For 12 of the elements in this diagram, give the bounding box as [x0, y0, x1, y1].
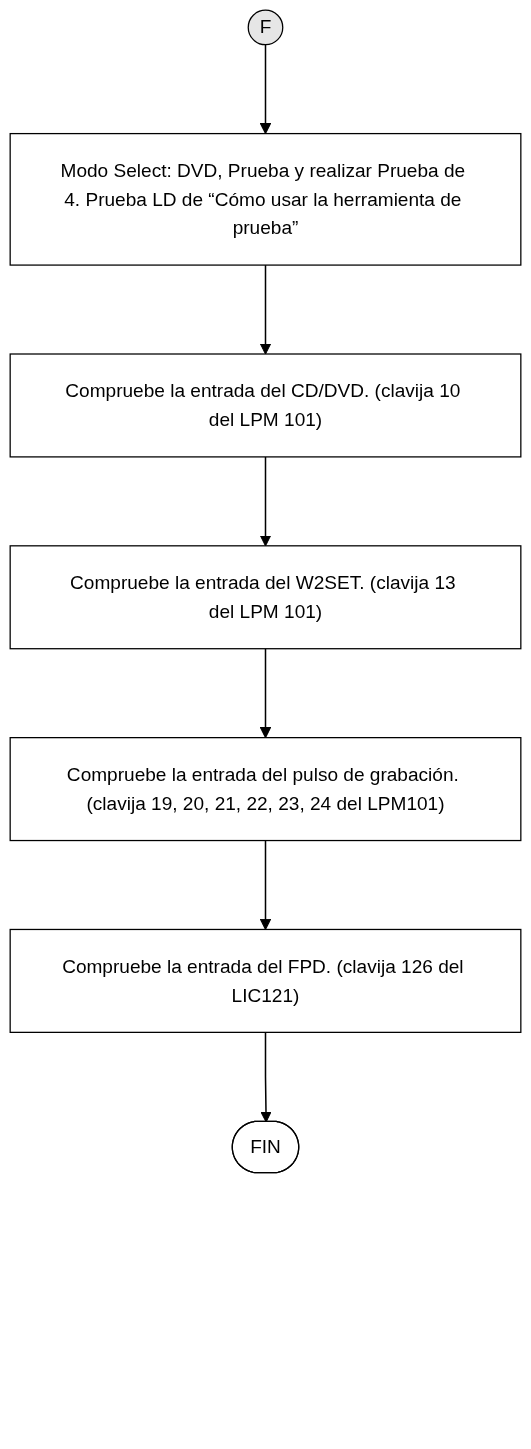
arrow	[259, 43, 272, 135]
node-box: Modo Select: DVD, Prueba y realizar Prueba de 4. Prueba LD de “Cómo usar la herramienta de prueba”	[9, 132, 522, 266]
arrow	[259, 839, 272, 930]
arrow	[259, 264, 272, 355]
arrow	[260, 1031, 272, 1123]
node-box: Compruebe la entrada del W2SET. (clavija 13 del LPM 101)	[9, 545, 522, 650]
node-box: Compruebe la entrada del CD/DVD. (clavija 10 del LPM 101)	[9, 353, 522, 458]
node-box: Compruebe la entrada del pulso de grabación. (clavija 19, 20, 21, 22, 23, 24 del LPM101)	[9, 737, 522, 842]
node-circle: F	[247, 9, 284, 46]
arrow	[259, 456, 272, 547]
arrow	[259, 647, 272, 739]
node-box: Compruebe la entrada del FPD. (clavija 126 del LIC121)	[9, 928, 522, 1033]
